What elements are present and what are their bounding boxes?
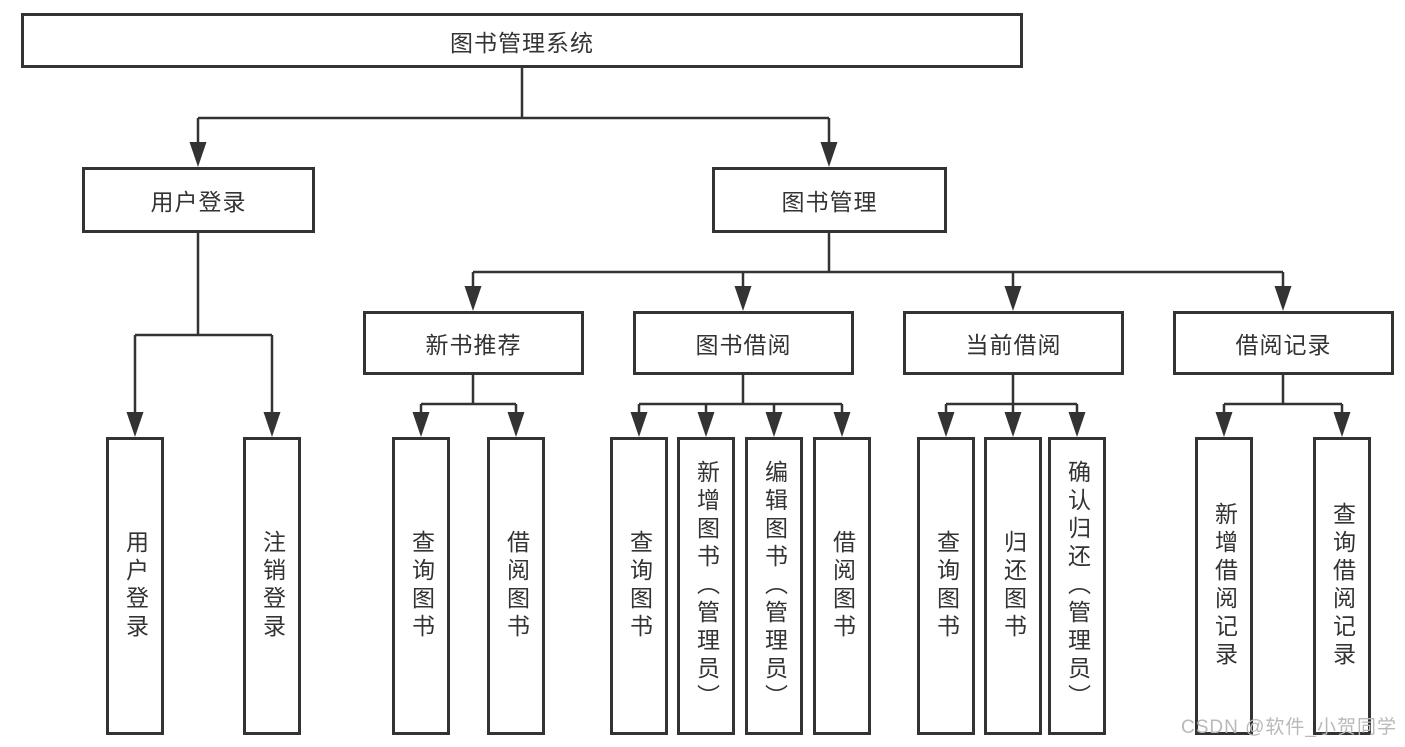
leaf-return-books: 归还图书 (984, 437, 1042, 735)
leaf-add-borrow-record: 新增借阅记录 (1195, 437, 1253, 735)
leaf-query-borrow-record: 查询借阅记录 (1313, 437, 1371, 735)
leaf-recommend-query-books: 查询图书 (392, 437, 450, 735)
leaf-edit-books-admin: 编辑图书（管理员） (745, 437, 803, 735)
node-new-book-recommend: 新书推荐 (363, 311, 584, 375)
node-root: 图书管理系统 (21, 13, 1023, 68)
node-user-login: 用户登录 (82, 167, 315, 233)
node-book-management: 图书管理 (712, 167, 947, 233)
leaf-current-query-books: 查询图书 (917, 437, 975, 735)
leaf-add-books-admin: 新增图书（管理员） (677, 437, 735, 735)
leaf-recommend-borrow-books: 借阅图书 (487, 437, 545, 735)
leaf-confirm-return-admin: 确认归还（管理员） (1048, 437, 1106, 735)
leaf-user-login: 用户登录 (106, 437, 164, 735)
leaf-borrow-books: 借阅图书 (813, 437, 871, 735)
csdn-watermark: CSDN @软件_小贺同学 (1181, 717, 1397, 738)
node-book-borrow: 图书借阅 (633, 311, 854, 375)
node-borrow-records: 借阅记录 (1173, 311, 1394, 375)
leaf-borrow-query-books: 查询图书 (610, 437, 668, 735)
node-current-borrow: 当前借阅 (903, 311, 1124, 375)
leaf-logout: 注销登录 (243, 437, 301, 735)
